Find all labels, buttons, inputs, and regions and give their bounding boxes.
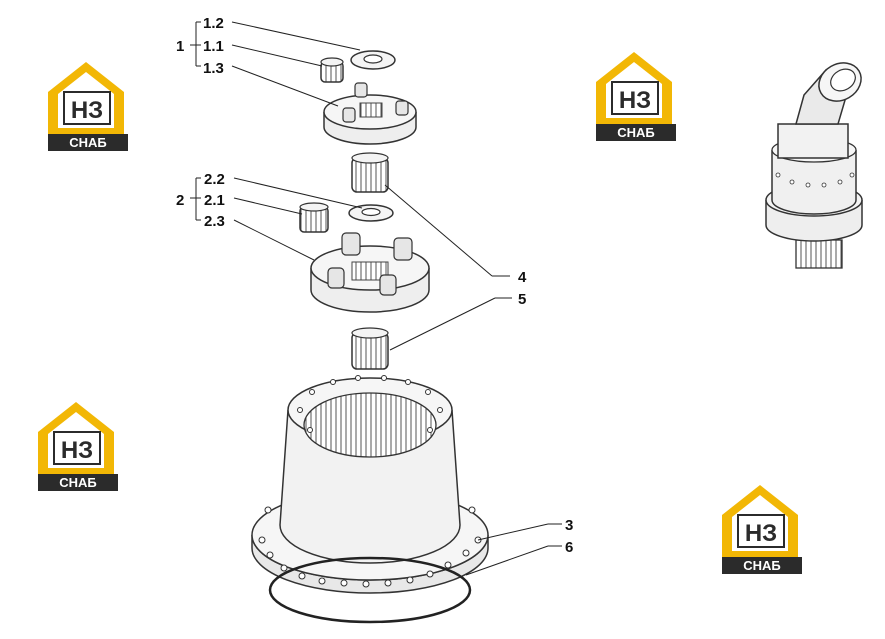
logo-sub-text: СНАБ: [743, 558, 781, 573]
logo-sub-text: СНАБ: [617, 125, 655, 140]
washer-1-2: [350, 50, 396, 70]
callout-2-2: 2.2: [204, 171, 225, 188]
planet-gear-2-1: [299, 202, 329, 233]
ring-gear-housing-3: [251, 375, 489, 594]
logo-bottom-right: НЗ СНАБ: [722, 485, 802, 574]
callout-1-3: 1.3: [203, 60, 224, 77]
sun-gear-5: [351, 327, 389, 370]
assembled-swing-motor: [765, 62, 863, 269]
leader-lines: [190, 21, 562, 576]
logo-sub-text: СНАБ: [69, 135, 107, 150]
callout-1-2: 1.2: [203, 15, 224, 32]
logo-mid-left: НЗ СНАБ: [38, 402, 118, 491]
planet-carrier-2-3: [310, 232, 430, 313]
logo-top-left: НЗ СНАБ: [48, 62, 128, 151]
o-ring-6: [268, 556, 472, 624]
callout-3: 3: [565, 517, 573, 534]
logo-sub-text: СНАБ: [59, 475, 97, 490]
callout-6: 6: [565, 539, 573, 556]
logo-main-text: НЗ: [619, 87, 651, 114]
callout-5: 5: [518, 291, 526, 308]
logo-top-center: НЗ СНАБ: [596, 52, 676, 141]
sun-gear-4: [351, 152, 389, 193]
planet-carrier-1-3: [323, 82, 417, 145]
washer-2-2: [348, 204, 394, 222]
callout-2-3: 2.3: [204, 213, 225, 230]
callout-4: 4: [518, 269, 527, 286]
callout-group-2: 2: [176, 192, 184, 209]
planet-gear-1-1: [320, 57, 344, 83]
callout-1-1: 1.1: [203, 38, 224, 55]
logo-main-text: НЗ: [71, 97, 103, 124]
callout-2-1: 2.1: [204, 192, 225, 209]
logo-main-text: НЗ: [61, 437, 93, 464]
callout-group-1: 1: [176, 38, 184, 55]
logo-main-text: НЗ: [745, 520, 777, 547]
